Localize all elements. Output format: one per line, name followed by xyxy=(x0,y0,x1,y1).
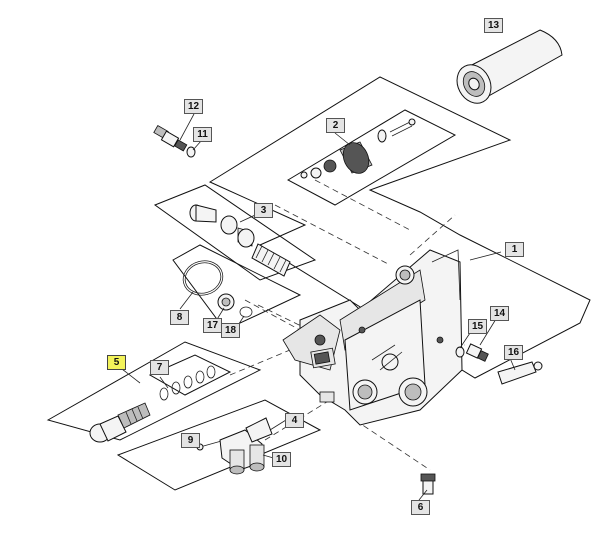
sensor-and-fittings xyxy=(455,343,543,385)
filter-cartridge xyxy=(456,29,563,104)
valve-cartridge xyxy=(89,365,216,443)
callout-7[interactable]: 7 xyxy=(150,360,169,375)
callout-6[interactable]: 6 xyxy=(411,500,430,515)
callout-16[interactable]: 16 xyxy=(504,345,523,360)
pressure-switch xyxy=(153,124,196,158)
group-frame-1 xyxy=(208,76,591,379)
callout-8[interactable]: 8 xyxy=(170,310,189,325)
callout-11[interactable]: 11 xyxy=(193,127,212,142)
callout-4[interactable]: 4 xyxy=(285,413,304,428)
callout-9[interactable]: 9 xyxy=(181,433,200,448)
group-frame-2 xyxy=(286,109,457,206)
o-ring-seal xyxy=(182,260,253,318)
spool-assembly xyxy=(189,204,291,277)
callout-15[interactable]: 15 xyxy=(468,319,487,334)
group-frame-3 xyxy=(153,184,317,281)
group-frame-5 xyxy=(46,341,262,441)
callout-10[interactable]: 10 xyxy=(272,452,291,467)
callout-5[interactable]: 5 xyxy=(107,355,126,370)
callout-3[interactable]: 3 xyxy=(254,203,273,218)
valve-housing xyxy=(282,249,463,426)
group-frame-7 xyxy=(148,354,232,396)
callout-2[interactable]: 2 xyxy=(326,118,345,133)
callout-17[interactable]: 17 xyxy=(203,318,222,333)
group-frame-4 xyxy=(116,399,322,491)
callout-18[interactable]: 18 xyxy=(221,323,240,338)
valve-spring-assembly xyxy=(300,118,416,179)
callout-12[interactable]: 12 xyxy=(184,99,203,114)
callout-13[interactable]: 13 xyxy=(484,18,503,33)
solenoid-valve-block xyxy=(196,417,273,475)
callout-1[interactable]: 1 xyxy=(505,242,524,257)
bolt xyxy=(420,473,436,495)
callout-14[interactable]: 14 xyxy=(490,306,509,321)
